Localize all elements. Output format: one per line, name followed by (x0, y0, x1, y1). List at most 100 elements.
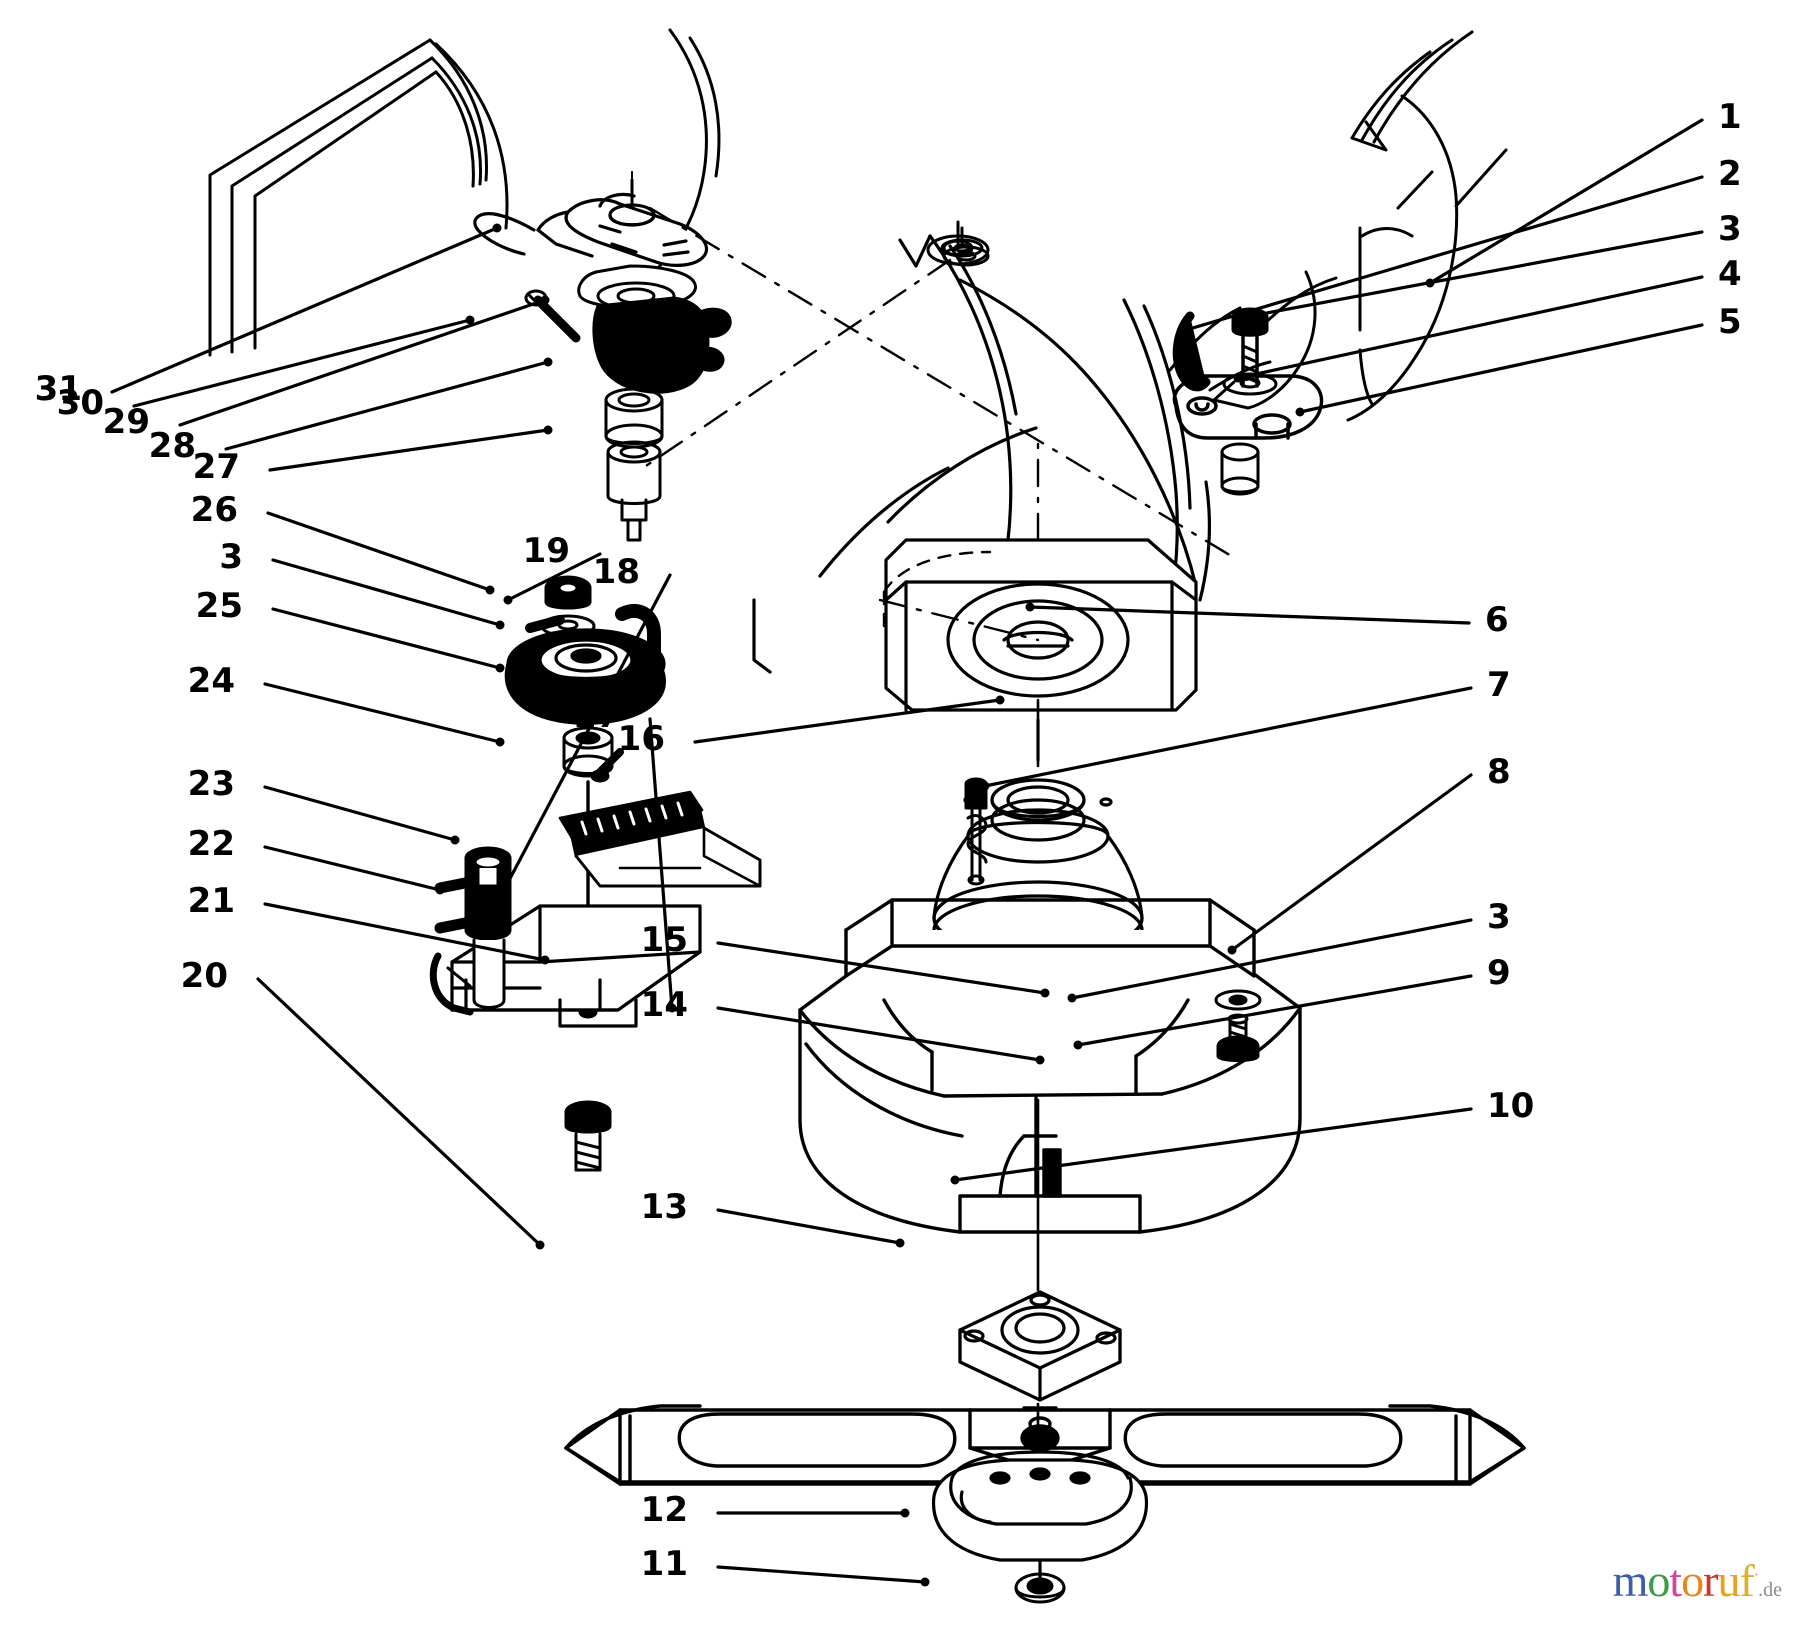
lever-handle (473, 171, 709, 267)
leader-line (693, 698, 1002, 744)
lock-washer (1014, 1572, 1066, 1604)
callout-16-spring-pin: 16 (618, 695, 1005, 759)
leader-line (953, 1107, 1473, 1182)
leader-dot (543, 357, 553, 367)
leader-line (503, 573, 672, 890)
leader-dot (495, 663, 505, 673)
callout-number: 1 (1718, 97, 1742, 137)
callout-number: 14 (641, 985, 688, 1025)
callout-number: 20 (181, 956, 228, 996)
leader-line (1028, 605, 1471, 625)
deck-skirt-outline (208, 28, 721, 357)
leader-line (1428, 118, 1704, 285)
leader-line (263, 902, 547, 962)
mower-deck-main (752, 234, 1211, 762)
callout-number: 16 (618, 719, 665, 759)
callout-number: 3 (1718, 209, 1742, 249)
callout-number: 21 (188, 881, 235, 921)
watermark-letter-0: m (1612, 1555, 1649, 1606)
watermark-letter-3: o (1681, 1555, 1704, 1606)
callout-number: 4 (1718, 254, 1742, 294)
leader-dot (920, 1577, 930, 1587)
callout-5-caster-arm: 5 (1295, 302, 1742, 417)
callout-number: 27 (193, 447, 240, 487)
spacer-sleeve-lower (606, 440, 662, 542)
callout-12-fan-baffle: 12 (641, 1490, 910, 1530)
callout-number: 30 (57, 383, 104, 423)
leader-line (178, 298, 547, 427)
leader-line (716, 1565, 927, 1584)
leader-dot (1025, 602, 1035, 612)
leader-line (271, 607, 502, 670)
callout-3-bolt: 3 (1235, 209, 1742, 323)
callout-number: 5 (1718, 302, 1742, 342)
callout-number: 22 (188, 824, 235, 864)
callout-2-retaining-ring: 2 (1181, 154, 1742, 335)
housing-washer (1214, 989, 1262, 1011)
ratchet-strip (558, 790, 762, 888)
leader-dot (900, 1508, 910, 1518)
callout-9-bolt: 9 (1073, 953, 1511, 1050)
leader-dot (1035, 1055, 1045, 1065)
callout-number: 11 (641, 1544, 688, 1584)
leader-line (716, 941, 1047, 995)
callout-number: 9 (1487, 953, 1511, 993)
leader-dot (495, 620, 505, 630)
leader-dot (667, 1003, 677, 1013)
leader-line (1070, 918, 1473, 1000)
deck-housing-shell (798, 898, 1302, 1234)
callout-26-nut: 26 (191, 490, 495, 595)
leader-line (256, 977, 542, 1247)
leader-dot (980, 781, 990, 791)
leader-line (1238, 230, 1704, 320)
leader-line (132, 318, 472, 408)
callout-number: 7 (1487, 665, 1511, 705)
callout-14-spindle-shaft: 14 (641, 985, 1045, 1065)
caster-arm (1172, 374, 1324, 440)
watermark-letter-1: o (1647, 1555, 1670, 1606)
leader-line (271, 558, 502, 627)
callout-number: 6 (1485, 600, 1509, 640)
watermark-letter-6: f (1739, 1555, 1754, 1606)
leader-line (263, 785, 457, 842)
callout-3-washer: 3 (1067, 897, 1511, 1003)
callout-17-gauge-bracket: 17 (573, 696, 677, 1013)
watermark-dot: · (1753, 1566, 1759, 1584)
callout-18-rod: 18 (500, 552, 672, 893)
spring-pin (964, 777, 988, 886)
callout-29-spring: 29 (103, 295, 550, 442)
callout-10-blade-adapter: 10 (950, 1086, 1534, 1185)
watermark-letter-5: u (1717, 1555, 1740, 1606)
leader-line (983, 686, 1473, 788)
leader-line (268, 428, 550, 472)
leader-dot (465, 315, 475, 325)
roller-knob (429, 846, 512, 1016)
callout-6-belt-cover: 6 (1025, 600, 1509, 640)
leader-dot (435, 885, 445, 895)
callout-number: 24 (188, 661, 235, 701)
leader-dot (1073, 1040, 1083, 1050)
leader-line (716, 1006, 1042, 1062)
leader-dot (535, 1240, 545, 1250)
leader-line (1230, 773, 1473, 952)
leader-line (224, 360, 550, 451)
leader-dot (1067, 993, 1077, 1003)
fan-baffle (931, 1450, 1149, 1584)
callout-number: 3 (1487, 897, 1511, 937)
callout-number: 18 (593, 552, 640, 592)
leader-line (1076, 974, 1473, 1047)
leader-line (263, 845, 442, 892)
leader-dot (450, 835, 460, 845)
callout-28-sleeve: 28 (149, 357, 553, 466)
leader-dot (485, 585, 495, 595)
leader-dot (500, 883, 510, 893)
pivot-bushing (1220, 442, 1260, 496)
leader-dot (950, 1175, 960, 1185)
callout-13-blade-bolt: 13 (641, 1187, 905, 1248)
grommet (926, 220, 990, 266)
leader-dot (503, 595, 513, 605)
callout-11-lock-washer: 11 (641, 1544, 930, 1587)
leader-line (1236, 275, 1704, 380)
callout-7-pulley: 7 (980, 665, 1511, 791)
